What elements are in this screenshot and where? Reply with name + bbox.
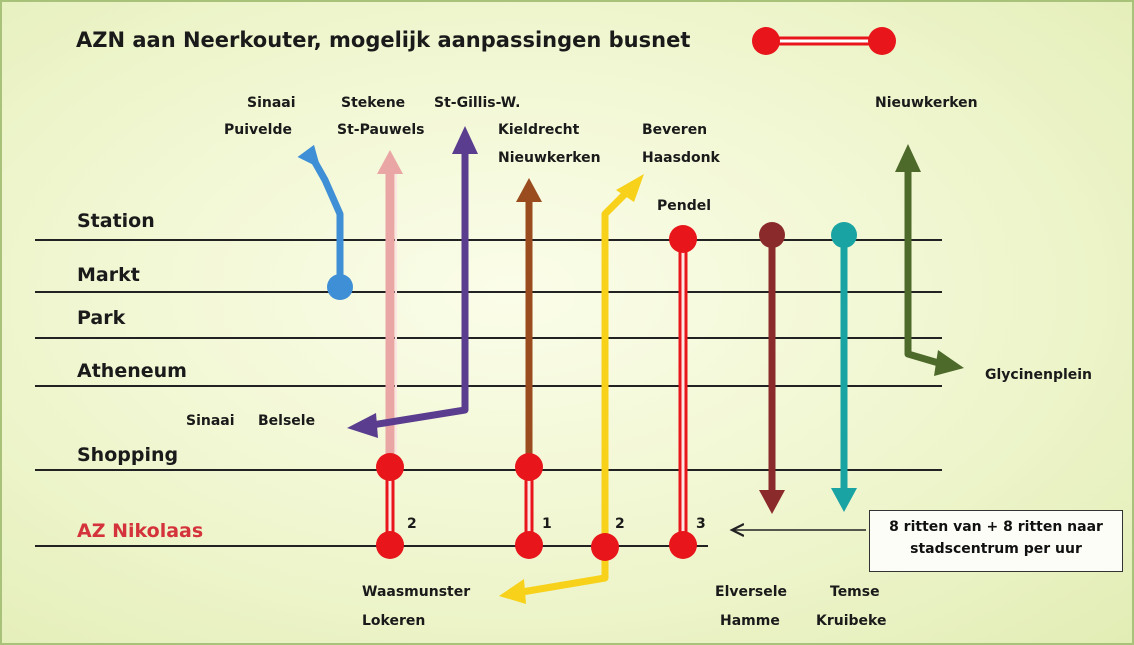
- note-line-1: 8 ritten van + 8 ritten naar: [889, 519, 1103, 535]
- count-yellow: 2: [615, 516, 625, 532]
- route-maroon: [759, 222, 785, 514]
- route-purple: [347, 126, 478, 438]
- dest-temse: Temse: [830, 584, 880, 600]
- count-brown: 1: [542, 516, 552, 532]
- dest-kruibeke: Kruibeke: [816, 613, 887, 629]
- legend-red-route: [752, 27, 896, 55]
- route-blue: [297, 144, 353, 300]
- dest-st-pauwels: St-Pauwels: [337, 122, 425, 138]
- dot-az-pink: [376, 531, 404, 559]
- frequency-note: 8 ritten van + 8 ritten naar stadscentru…: [869, 510, 1123, 572]
- dest-kieldrecht: Kieldrecht: [498, 122, 580, 138]
- dest-st-gillis: St-Gillis-W.: [434, 95, 521, 111]
- dest-puivelde: Puivelde: [224, 122, 292, 138]
- dot-az-pendel: [669, 531, 697, 559]
- stop-label-park: Park: [77, 307, 126, 329]
- dest-haasdonk: Haasdonk: [642, 150, 720, 166]
- page-title: AZN aan Neerkouter, mogelijk aanpassinge…: [76, 28, 691, 52]
- dest-nieuwkerken-green: Nieuwkerken: [875, 95, 978, 111]
- dest-elversele: Elversele: [715, 584, 788, 600]
- dot-shopping-brown: [515, 453, 543, 481]
- route-yellow: [499, 174, 644, 604]
- stop-label-shopping: Shopping: [77, 444, 179, 466]
- route-teal: [831, 222, 857, 512]
- dest-sinaai-left: Sinaai: [186, 413, 235, 429]
- dest-sinaai: Sinaai: [247, 95, 296, 111]
- dot-az-brown: [515, 531, 543, 559]
- red-stop-dots: [376, 453, 697, 561]
- dest-beveren: Beveren: [642, 122, 708, 138]
- dest-waasmunster: Waasmunster: [362, 584, 471, 600]
- red-connectors: [385, 470, 534, 545]
- dest-stekene: Stekene: [341, 95, 406, 111]
- note-line-2: stadscentrum per uur: [910, 540, 1082, 557]
- dest-hamme: Hamme: [720, 613, 780, 629]
- dot-az-yellow: [591, 533, 619, 561]
- stop-label-markt: Markt: [77, 264, 140, 286]
- dot-shopping-pink: [376, 453, 404, 481]
- stop-label-atheneum: Atheneum: [77, 360, 187, 382]
- stop-label-az-nikolaas: AZ Nikolaas: [77, 520, 204, 542]
- route-green: [895, 144, 964, 376]
- dest-glycinenplein: Glycinenplein: [985, 367, 1093, 383]
- stop-lines: [35, 239, 942, 547]
- route-brown: [516, 178, 542, 470]
- stop-label-station: Station: [77, 210, 155, 232]
- count-pendel: 3: [696, 516, 706, 532]
- dest-belsele: Belsele: [258, 413, 316, 429]
- count-pink: 2: [407, 516, 417, 532]
- dest-nieuwkerken-brown: Nieuwkerken: [498, 150, 601, 166]
- route-pendel: [669, 225, 697, 545]
- dest-lokeren: Lokeren: [362, 613, 426, 629]
- dest-pendel: Pendel: [657, 198, 712, 214]
